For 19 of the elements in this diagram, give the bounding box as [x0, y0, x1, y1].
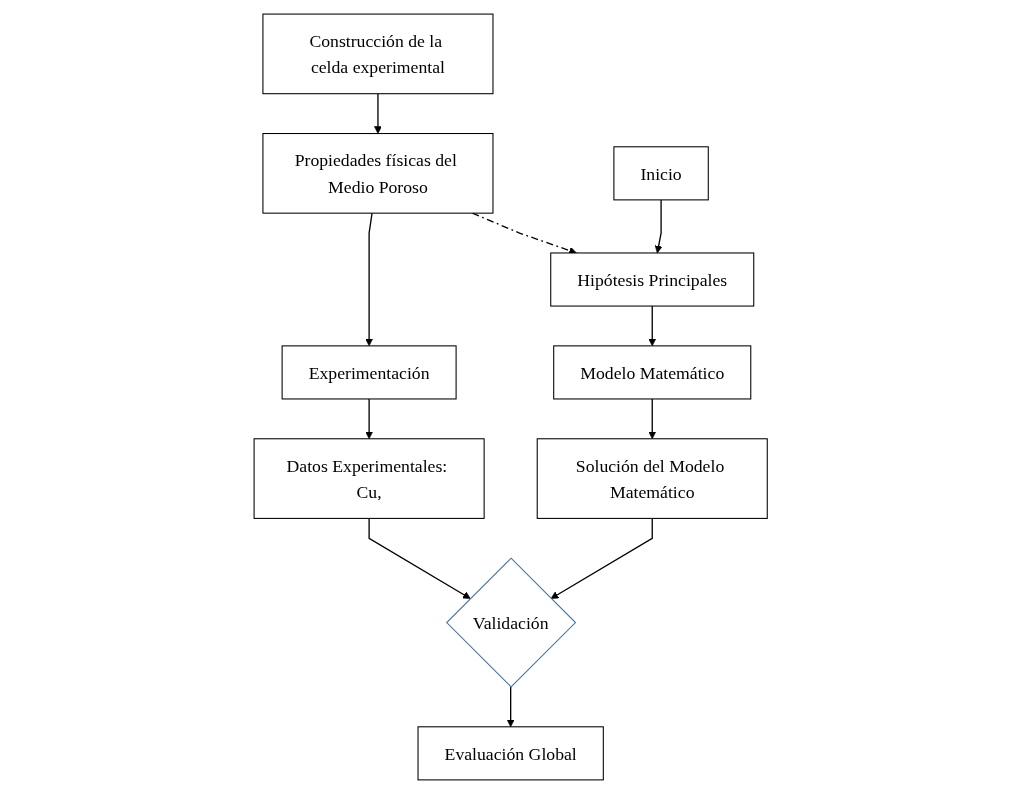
- arrow: [655, 199, 663, 254]
- node-box: Modelo Matemático: [553, 345, 752, 400]
- arrow: [551, 517, 654, 599]
- arrow: [507, 686, 515, 728]
- node-diamond: Validación: [446, 557, 577, 688]
- arrow: [368, 517, 471, 599]
- node-box: Experimentación: [281, 345, 457, 400]
- node-box: Propiedades físicas del Medio Poroso: [262, 133, 494, 214]
- arrow: [374, 93, 383, 134]
- node-box: Datos Experimentales: Cu,: [253, 438, 485, 519]
- arrow: [365, 398, 374, 440]
- node-box: Solución del Modelo Matemático: [537, 438, 769, 519]
- node-box: Hipótesis Principales: [550, 252, 755, 307]
- node-box: Evaluación Global: [417, 726, 605, 781]
- node-box: Construcción de la celda experimental: [262, 13, 494, 95]
- node-box: Inicio: [613, 146, 710, 201]
- arrow: [648, 305, 657, 347]
- arrow: [648, 398, 657, 440]
- arrow: [365, 212, 374, 347]
